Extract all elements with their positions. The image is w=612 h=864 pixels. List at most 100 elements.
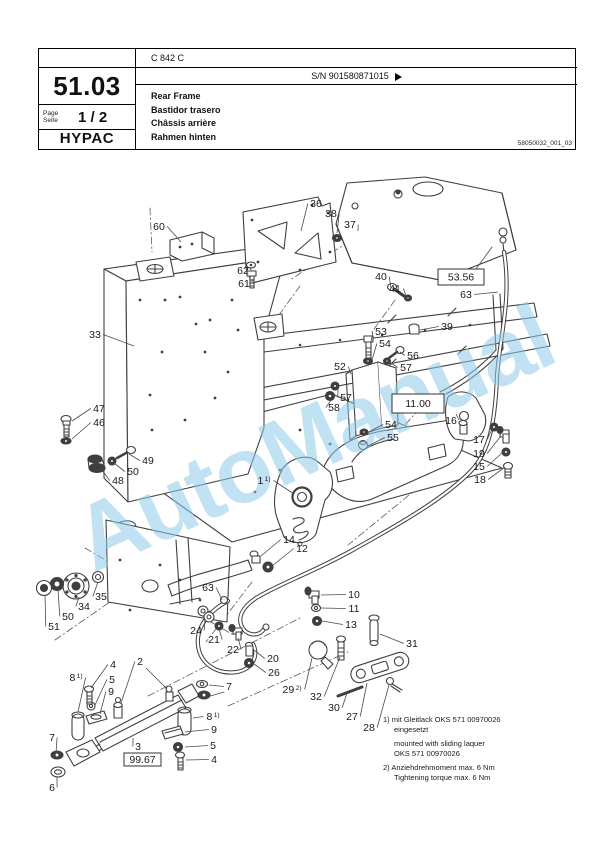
- callout-leader-line: [75, 596, 80, 607]
- callout-leader-line: [323, 656, 341, 697]
- callout-9: 9: [211, 724, 217, 736]
- fittings-24-21: [197, 605, 224, 631]
- callout-leader-line: [77, 677, 86, 713]
- callout-leader-line: [185, 759, 209, 761]
- cylinder-assembly: [50, 667, 225, 778]
- callout-leader-line: [371, 343, 378, 361]
- title-block: Rear Frame Bastidor trasero Châssis arri…: [136, 85, 577, 144]
- header-blank-cell: [39, 49, 135, 68]
- page-label-en: Page: [43, 110, 59, 117]
- callout-13: 13: [345, 619, 357, 631]
- fittings-10-11-13: [304, 586, 323, 627]
- callout-20: 20: [267, 653, 279, 665]
- callout-leader-line: [321, 620, 343, 625]
- callout-leader-line: [325, 398, 333, 408]
- callout-leader-line: [402, 288, 408, 299]
- callout-35: 35: [95, 591, 107, 603]
- callout-leader-line: [273, 480, 295, 495]
- callout-39: 39: [441, 321, 453, 333]
- callout-38: 38: [325, 208, 337, 220]
- callout-26: 26: [268, 667, 280, 679]
- callout-36: 36: [310, 198, 322, 210]
- callout-12: 12: [296, 543, 308, 555]
- callout-24: 24: [190, 625, 202, 637]
- callout-46: 46: [93, 417, 105, 429]
- callout-32: 32: [310, 691, 322, 703]
- hub-cluster-34-35-50-51: [35, 570, 105, 600]
- callout-leader-line: [474, 291, 499, 295]
- callout-60: 60: [153, 221, 165, 233]
- callout-leader-line: [99, 691, 107, 715]
- mounting-plate-36: [242, 196, 337, 284]
- callout-leader-line: [203, 618, 206, 631]
- callout-3: 3: [135, 741, 141, 753]
- ref-box-99.67: [123, 752, 162, 767]
- callout-leader-line: [320, 594, 346, 596]
- page-title-es: Bastidor trasero: [151, 104, 221, 115]
- callout-61: 61: [238, 278, 250, 290]
- callout-leader-line: [166, 226, 182, 243]
- callout-2: 2: [137, 656, 143, 668]
- ref-label-53.56: 53.56: [448, 272, 474, 284]
- callout-leader-line: [341, 692, 348, 708]
- fittings-right-15-17-18-19: [489, 422, 514, 479]
- callout-7: 7: [226, 681, 232, 693]
- callout-leader-line: [388, 276, 392, 289]
- hydraulic-tank: [335, 176, 517, 281]
- callout-34: 34: [78, 601, 90, 613]
- callout-57: 57: [400, 362, 412, 374]
- callout-63: 63: [202, 582, 214, 594]
- callout-9: 9: [108, 686, 114, 698]
- callout-leader-line: [44, 594, 47, 627]
- page-value: 1 / 2: [78, 108, 108, 126]
- page-title-de: Rahmen hinten: [151, 131, 217, 142]
- header: 51.03 Page Seite 1 / 2 HYPAC C 842 C S/N…: [38, 48, 577, 150]
- callout-5: 5: [109, 674, 115, 686]
- callout-10: 10: [348, 589, 360, 601]
- callout-leader-line: [249, 266, 252, 271]
- callout-leader-line: [304, 657, 313, 690]
- serial-number-row: S/N 901580871015: [136, 68, 577, 85]
- callout-11: 11: [349, 603, 360, 615]
- footnote-line: Tightening torque max. 6 Nm: [394, 772, 491, 782]
- callout-leader-line: [100, 468, 111, 481]
- callout-leader-line: [388, 361, 399, 368]
- callout-leader-line: [184, 745, 208, 748]
- buffer-48-49-50: [87, 445, 137, 474]
- frame-structure: [103, 247, 551, 623]
- callout-leader-line: [370, 331, 374, 343]
- ref-label-11.00: 11.00: [405, 398, 431, 410]
- callout-leader-line: [184, 729, 209, 733]
- footnote-line: mounted with sliding laquer: [394, 739, 485, 749]
- header-left-column: 51.03 Page Seite 1 / 2 HYPAC: [39, 49, 136, 149]
- header-right-column: C 842 C S/N 901580871015 Rear Frame Bast…: [136, 49, 577, 149]
- footnote-line: eingesetzt: [394, 724, 429, 734]
- callout-40: 40: [375, 271, 387, 283]
- callout-19: 19: [473, 448, 485, 460]
- callout-leader-line: [347, 366, 352, 375]
- ref-box-53.56: [437, 268, 485, 286]
- callout-leader-line: [320, 607, 346, 609]
- callout-55: 55: [387, 432, 399, 444]
- callout-leader-line: [486, 436, 501, 454]
- callout-leader-line: [260, 539, 282, 557]
- callout-6: 6: [49, 782, 55, 794]
- footnote-line: 2) Anziehdrehmoment max. 6 Nm: [383, 763, 495, 773]
- callout-30: 30: [328, 702, 340, 714]
- callout-52: 52: [334, 361, 346, 373]
- callout-leader-line: [55, 737, 58, 754]
- ref-label-99.67: 99.67: [129, 754, 155, 766]
- callout-53: 53: [375, 326, 387, 338]
- callout-50: 50: [62, 611, 74, 623]
- callout-22: 22: [227, 644, 239, 656]
- callout-63: 63: [460, 289, 472, 301]
- callout-62: 62: [237, 265, 249, 277]
- linkage-27-32: [308, 614, 410, 698]
- callout-14: 14: [283, 534, 295, 546]
- callout-18: 18: [474, 474, 486, 486]
- callout-16: 16: [445, 415, 457, 427]
